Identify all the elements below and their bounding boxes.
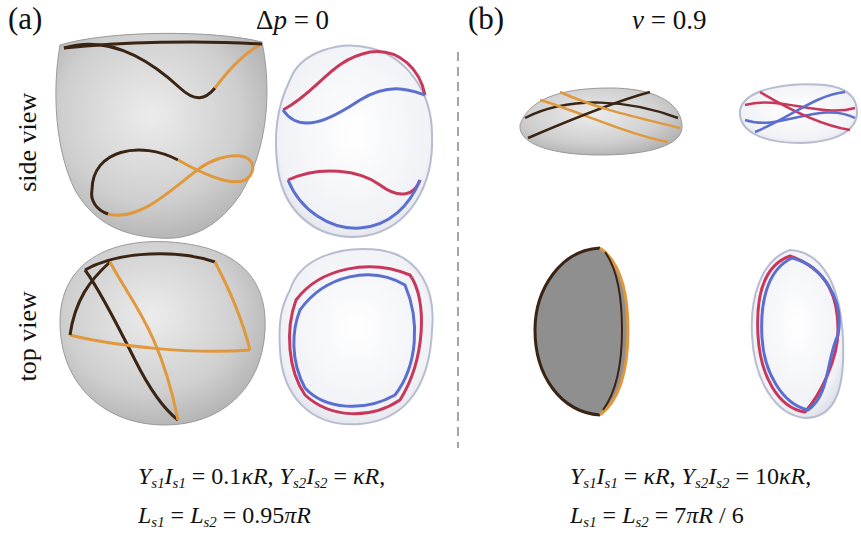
filament-curve [600, 248, 628, 415]
math-text: = [618, 463, 644, 489]
filament-curve [70, 262, 110, 335]
math-subscript: s2 [314, 475, 327, 491]
math-text: , [805, 463, 811, 489]
filament-curve [603, 252, 622, 410]
math-symbol: L [622, 502, 635, 528]
vesicle-shape [56, 33, 267, 238]
math-text: , [670, 463, 682, 489]
vesicle-shape [279, 249, 432, 424]
math-symbol: κ [779, 463, 791, 489]
math-text: , [268, 463, 280, 489]
math-symbol: R [698, 502, 713, 528]
math-text: = [165, 502, 191, 528]
math-symbol: I [165, 463, 173, 489]
math-symbol: I [597, 463, 605, 489]
filament-curve [108, 156, 253, 216]
math-subscript: s1 [151, 475, 164, 491]
math-text: = 0.95 [217, 502, 285, 528]
filament-curve [110, 262, 178, 420]
filament-curve [288, 171, 420, 194]
math-text: = 10 [729, 463, 779, 489]
math-text: = 0.9 [644, 5, 706, 35]
math-symbol: Y [138, 463, 151, 489]
vesicle-shape [520, 88, 682, 155]
parameter-label: Ls1 = Ls2 = 7πR / 6 [570, 502, 744, 530]
vesicle-shape [740, 84, 857, 143]
filament-curve [92, 190, 108, 214]
vesicle-shape [276, 46, 432, 237]
filament-curve [92, 150, 178, 190]
parameter-label: Ls1 = Ls2 = 0.95πR [138, 502, 311, 530]
math-symbol: κ [643, 463, 655, 489]
math-text: / 6 [713, 502, 744, 528]
filament-curve [70, 335, 250, 351]
filament-curve [762, 258, 840, 410]
filament-curve [283, 89, 425, 123]
math-symbol: Y [682, 463, 695, 489]
divider-line [457, 52, 459, 448]
math-subscript: s2 [636, 514, 649, 530]
parameter-label: Ys1Is1 = 0.1κR, Ys2Is2 = κR, [138, 463, 385, 491]
vesicle-shape [752, 250, 843, 418]
math-symbol: Y [570, 463, 583, 489]
condition-label: v = 0.9 [632, 6, 706, 36]
condition-label: Δp = 0 [256, 6, 329, 36]
math-symbol: L [138, 502, 151, 528]
math-symbol: L [570, 502, 583, 528]
math-symbol: κ [353, 463, 365, 489]
panel-letter: (a) [8, 2, 42, 36]
math-text: , [379, 463, 385, 489]
math-subscript: s1 [173, 475, 186, 491]
panel-letter: (b) [468, 2, 504, 36]
math-text: Δ [256, 5, 273, 35]
vesicle-shape [535, 248, 628, 415]
math-subscript: s2 [204, 514, 217, 530]
math-symbol: v [632, 5, 644, 35]
math-text: = [597, 502, 623, 528]
filament-curve [288, 180, 420, 228]
row-label: side view [14, 93, 43, 192]
math-subscript: s2 [695, 475, 708, 491]
filament-curve [290, 267, 422, 414]
filament-curve [64, 44, 215, 98]
math-symbol: R [790, 463, 805, 489]
math-symbol: p [273, 5, 287, 35]
math-symbol: L [190, 502, 203, 528]
filament-curve [560, 92, 680, 128]
filament-curve [283, 52, 425, 110]
row-label: top view [14, 291, 43, 381]
vesicle-shape [60, 242, 265, 425]
math-subscript: s1 [583, 475, 596, 491]
math-symbol: Y [280, 463, 293, 489]
math-symbol: κ [241, 463, 253, 489]
math-symbol: R [296, 502, 311, 528]
filament-curve [215, 262, 250, 350]
math-subscript: s2 [293, 475, 306, 491]
math-symbol: I [708, 463, 716, 489]
filament-curve [755, 92, 845, 132]
math-subscript: s1 [583, 514, 596, 530]
math-symbol: R [655, 463, 670, 489]
filament-curve [535, 248, 600, 415]
filament-curve [64, 42, 262, 48]
parameter-label: Ys1Is1 = κR, Ys2Is2 = 10κR, [570, 463, 811, 491]
math-symbol: π [284, 502, 296, 528]
math-subscript: s2 [716, 475, 729, 491]
filament-curve [215, 44, 262, 88]
math-text: = [327, 463, 353, 489]
filament-curve [525, 103, 678, 118]
math-subscript: s1 [151, 514, 164, 530]
math-text: = 7 [649, 502, 687, 528]
math-symbol: I [306, 463, 314, 489]
filament-curve [294, 275, 415, 407]
math-subscript: s1 [605, 475, 618, 491]
math-symbol: R [253, 463, 268, 489]
math-text: = 0.1 [186, 463, 242, 489]
math-symbol: π [686, 502, 698, 528]
math-symbol: R [364, 463, 379, 489]
math-text: = 0 [287, 5, 329, 35]
